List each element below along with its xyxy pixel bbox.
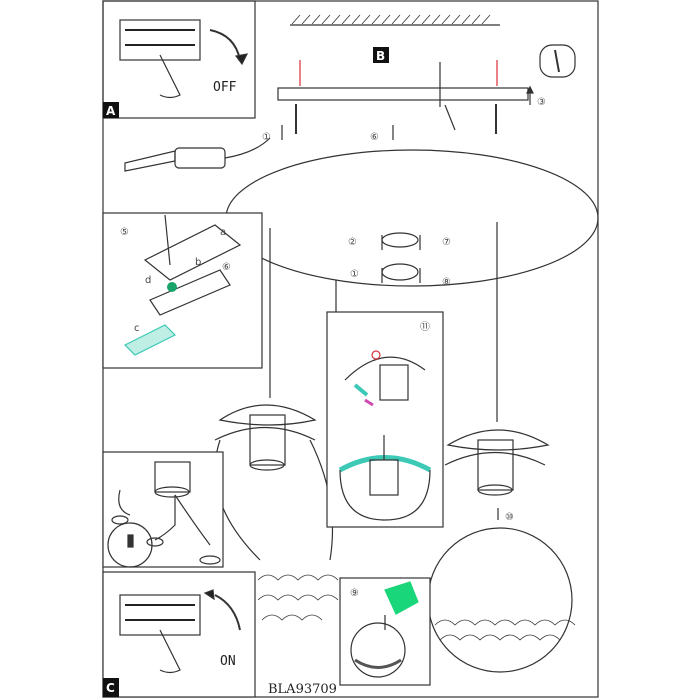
on-text: ON bbox=[220, 654, 236, 669]
step-2: ② bbox=[348, 237, 357, 248]
step-6-top: ⑥ bbox=[370, 132, 379, 143]
step-8: ⑧ bbox=[442, 277, 451, 288]
panel-9-fill-crystals: ⑨ bbox=[339, 577, 431, 686]
step-1-canopy: ① bbox=[350, 269, 359, 280]
panel-5-terminal: ⑤ a b c d ⑥ bbox=[102, 212, 263, 369]
wire-a: a bbox=[220, 227, 226, 238]
right-glass-globe bbox=[427, 527, 573, 673]
step-1-top: ① bbox=[262, 132, 271, 143]
driver-box bbox=[124, 137, 271, 172]
canopy-steps: ② ⑦ ① ⑧ bbox=[348, 232, 451, 288]
wire-d: d bbox=[145, 275, 151, 286]
right-pendant-shade: ⑩ bbox=[444, 429, 550, 523]
panel-a-label: A bbox=[106, 104, 116, 118]
step-10: ⑩ bbox=[505, 512, 514, 523]
step-11: ⑪ bbox=[420, 321, 430, 333]
wire-b: b bbox=[195, 257, 201, 268]
panel-11-shade-assembly: ⑪ bbox=[326, 311, 444, 528]
off-text: OFF bbox=[213, 80, 237, 95]
pendant-cables bbox=[269, 222, 498, 422]
left-pendant-shade bbox=[214, 404, 334, 561]
panel-a-label-box bbox=[103, 102, 119, 118]
step-7: ⑦ bbox=[442, 237, 451, 248]
step-5: ⑤ bbox=[120, 227, 129, 238]
crystal-fill-right bbox=[434, 619, 576, 641]
step-6-panel: ⑥ bbox=[222, 262, 231, 273]
panel-c-label: C bbox=[106, 681, 115, 695]
step-9: ⑨ bbox=[350, 588, 359, 599]
wire-c: c bbox=[134, 323, 140, 334]
panel-c-switch-on: C ON bbox=[102, 571, 256, 698]
panel-b-label: B bbox=[376, 49, 385, 63]
document-code: BLA93709 bbox=[268, 682, 337, 697]
crystal-fill-left bbox=[257, 574, 339, 621]
step-3: ③ bbox=[537, 97, 546, 108]
panel-bulb-wiring bbox=[102, 451, 224, 568]
panel-a-switch-off: A OFF bbox=[102, 0, 256, 119]
ceiling-bracket-b: B ③ ① ⑥ bbox=[262, 14, 576, 143]
